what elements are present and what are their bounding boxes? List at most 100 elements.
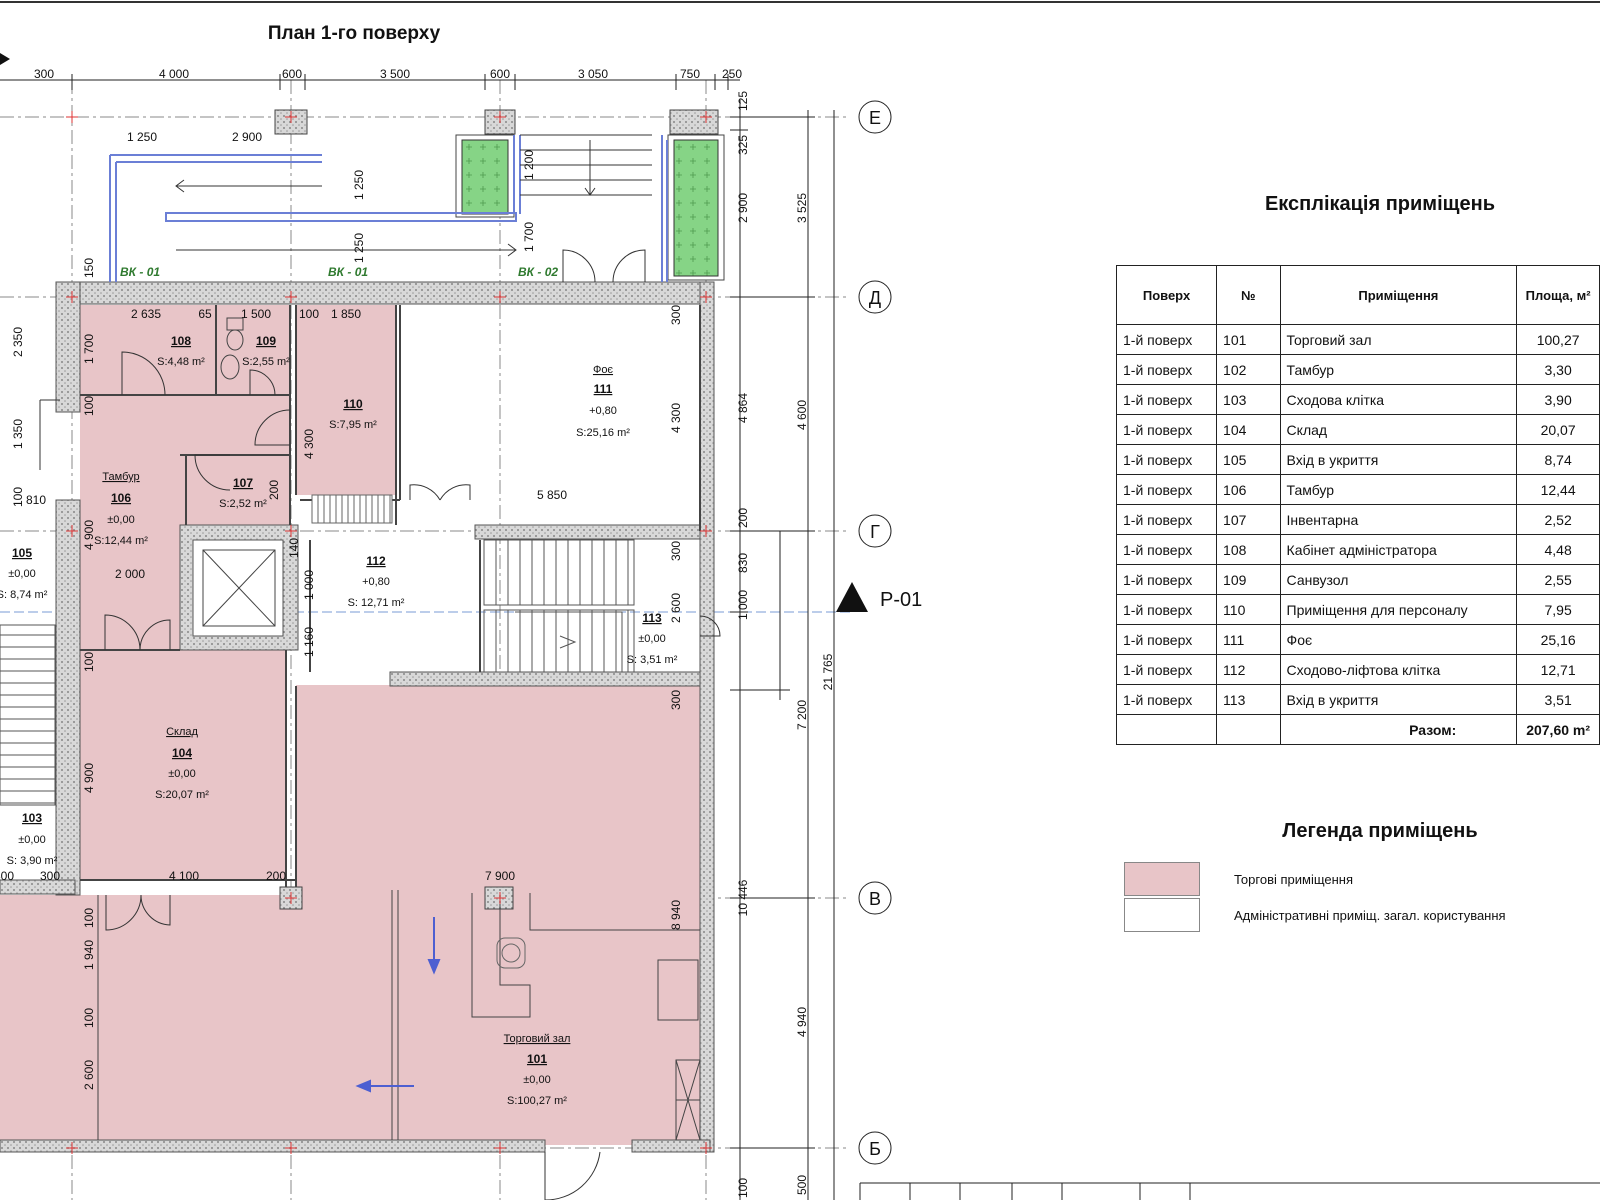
dim-label: 100 — [11, 487, 25, 507]
dim-label: 2 600 — [669, 593, 683, 623]
dimension-labels: 1 250 2 900 2 635 65 1 500 100 1 850 810… — [0, 130, 567, 883]
legend-item-retail: Торгові приміщення — [1124, 862, 1353, 896]
cell-num: 104 — [1216, 414, 1281, 445]
cell-name: Фоє — [1279, 624, 1518, 655]
section-arrow-icon — [0, 53, 10, 65]
dim-label: 2 600 — [82, 1060, 96, 1090]
cell-num: 106 — [1216, 474, 1281, 505]
cell-num: 110 — [1216, 594, 1281, 625]
cell-num: 112 — [1216, 654, 1281, 685]
room-number: 106 — [111, 491, 131, 505]
dim-label: 300 — [40, 869, 60, 883]
room-number: 110 — [343, 397, 363, 411]
total-value: 207,60 m² — [1516, 714, 1600, 745]
dim-label: 4 864 — [736, 393, 750, 423]
cell-floor: 1-й поверх — [1115, 324, 1218, 355]
columns — [274, 109, 719, 910]
cell-num: 107 — [1216, 504, 1281, 535]
dim-label: 4 900 — [82, 763, 96, 793]
vk-label: ВК - 01 — [328, 265, 368, 279]
dim-label: 100 — [736, 1178, 750, 1198]
chair-icon — [496, 937, 526, 969]
dim-label: 4 300 — [669, 403, 683, 433]
flow-arrows — [355, 917, 441, 1093]
dim-label: 3 050 — [578, 67, 608, 81]
legend-swatch — [1124, 898, 1200, 932]
dim-label: 810 — [26, 493, 46, 507]
col-room: Приміщення — [1279, 265, 1518, 325]
cell-name: Склад — [1279, 414, 1518, 445]
ramp-arrows — [175, 134, 652, 257]
legend-label: Адміністративні приміщ. загал. користува… — [1234, 907, 1506, 923]
room-level: +0,80 — [589, 405, 617, 417]
room-level: +0,80 — [362, 576, 390, 588]
col-area: Площа, м² — [1516, 265, 1600, 325]
axis-label: В — [869, 889, 881, 909]
dim-label: 1 700 — [522, 222, 536, 252]
room-name: Фоє — [593, 364, 613, 376]
dim-label: 1 500 — [241, 307, 271, 321]
axis-label: Е — [869, 108, 881, 128]
dim-label: 1 940 — [82, 940, 96, 970]
room-area: S:7,95 m² — [329, 419, 377, 431]
cell-area: 20,07 — [1516, 414, 1600, 445]
cell-floor: 1-й поверх — [1115, 684, 1218, 715]
cell-num: 101 — [1216, 324, 1281, 355]
room-fills — [0, 305, 705, 1145]
room-number: 105 — [12, 546, 32, 560]
cell-num: 103 — [1216, 384, 1281, 415]
cell-num: 102 — [1216, 354, 1281, 385]
dim-label: 1 350 — [11, 419, 25, 449]
room-number: 101 — [527, 1052, 547, 1066]
top-dimension-line — [0, 74, 740, 90]
dim-label: 4 900 — [82, 520, 96, 550]
cell-num: 113 — [1216, 684, 1281, 715]
cell-floor: 1-й поверх — [1115, 354, 1218, 385]
room-area: S:20,07 m² — [155, 789, 209, 801]
dim-label: 21 765 — [821, 653, 835, 690]
cell-floor: 1-й поверх — [1115, 474, 1218, 505]
dim-label: 200 — [266, 869, 286, 883]
cell-name: Санвузол — [1279, 564, 1518, 595]
room-number: 112 — [366, 554, 386, 568]
cell-name: Сходово-ліфтова клітка — [1279, 654, 1518, 685]
room-area: S:4,48 m² — [157, 356, 205, 368]
room-area: S: 3,51 m² — [627, 654, 678, 666]
room-area: S: 12,71 m² — [348, 597, 405, 609]
top-dimensions: 300 4 000 600 3 500 600 3 050 750 250 — [34, 67, 742, 81]
legend-label: Торгові приміщення — [1234, 871, 1354, 887]
dim-label: 4 300 — [302, 429, 316, 459]
shelving — [311, 494, 393, 524]
room-number: 103 — [22, 811, 42, 825]
room-area: S: 8,74 m² — [0, 589, 48, 601]
cell-name: Тамбур — [1279, 474, 1518, 505]
room-number: 111 — [594, 382, 613, 396]
cell-area: 8,74 — [1516, 444, 1600, 475]
dim-label: 2 000 — [115, 567, 145, 581]
dim-label: 1 160 — [302, 627, 316, 657]
dim-label: 300 — [0, 869, 14, 883]
dim-label: 3 500 — [380, 67, 410, 81]
cell-area: 12,44 — [1516, 474, 1600, 505]
legend-swatch — [1124, 862, 1200, 896]
dim-label: 4 940 — [795, 1007, 809, 1037]
cell-floor: 1-й поверх — [1115, 444, 1218, 475]
room-number: 113 — [642, 611, 662, 625]
explication-title: Експлікація приміщень — [1264, 193, 1496, 215]
dim-label: 10 446 — [736, 879, 750, 916]
cell-name: Торговий зал — [1279, 324, 1518, 355]
dim-label: 200 — [736, 508, 750, 528]
toilet-icon — [220, 317, 244, 380]
room-labels: 108 S:4,48 m² 109 S:2,55 m² 110 S:7,95 m… — [0, 334, 678, 1107]
title-block — [859, 1182, 1600, 1200]
dim-label: 830 — [736, 553, 750, 573]
dim-label: 8 940 — [669, 900, 683, 930]
